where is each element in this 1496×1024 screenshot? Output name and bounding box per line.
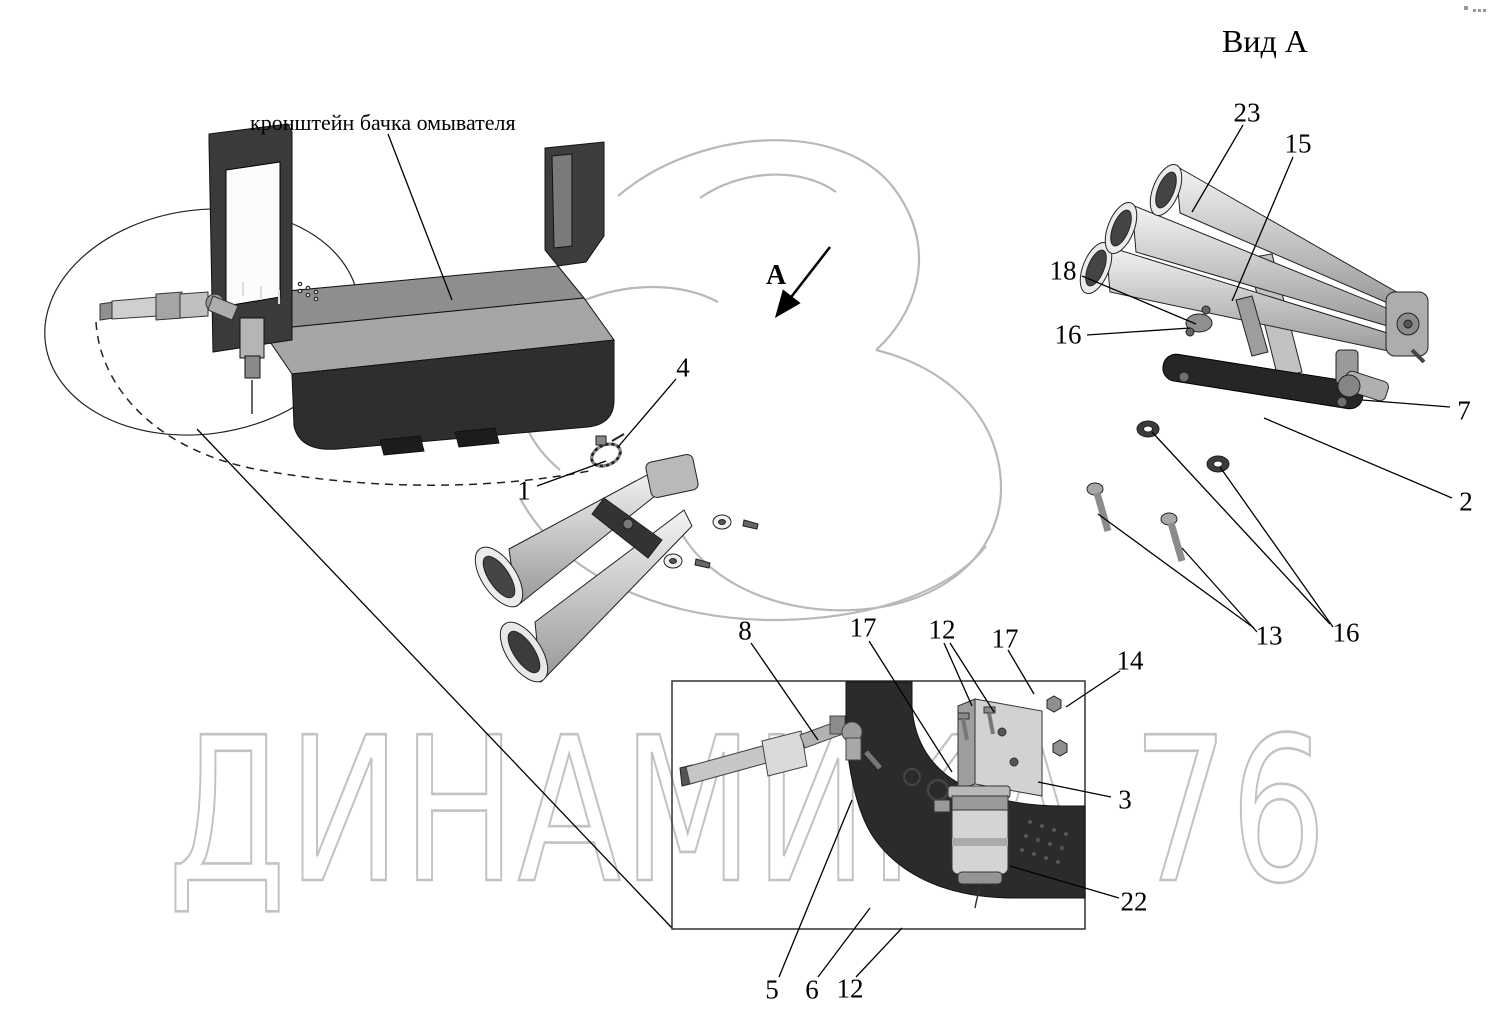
twin-horns: [474, 433, 759, 684]
inset-border: [671, 680, 1086, 930]
corner-marks: [1464, 6, 1486, 12]
mounting-bolt: [1160, 512, 1186, 562]
view-a-title: Вид А: [1222, 23, 1308, 59]
view-direction-label: А: [766, 260, 787, 291]
inset-bracket-plate: [957, 698, 1043, 797]
detail-link-line: [196, 428, 673, 929]
view-direction-arrow: [774, 246, 831, 318]
inset-hose-assembly: [679, 715, 882, 787]
inset-screws: [957, 706, 996, 741]
leader-lines: [387, 124, 1453, 978]
bracket-part-label: кронштейн бачка омывателя: [250, 110, 516, 135]
elbow-fitting: [1335, 349, 1389, 402]
perforation-dots: [1020, 820, 1068, 864]
watermark-text: ДИНАМИКА 76: [168, 695, 1328, 928]
washer-tank-bracket: [208, 123, 615, 456]
view-a-assembly: [1079, 163, 1429, 562]
dashed-hose-line: [95, 321, 595, 486]
detail-inset: [671, 680, 1086, 930]
mounting-bolt: [1086, 482, 1112, 532]
inset-nuts: [1046, 695, 1068, 757]
hose-fitting: [99, 291, 239, 321]
hose-clamp: [590, 433, 625, 468]
inset-valve: [933, 785, 1011, 909]
